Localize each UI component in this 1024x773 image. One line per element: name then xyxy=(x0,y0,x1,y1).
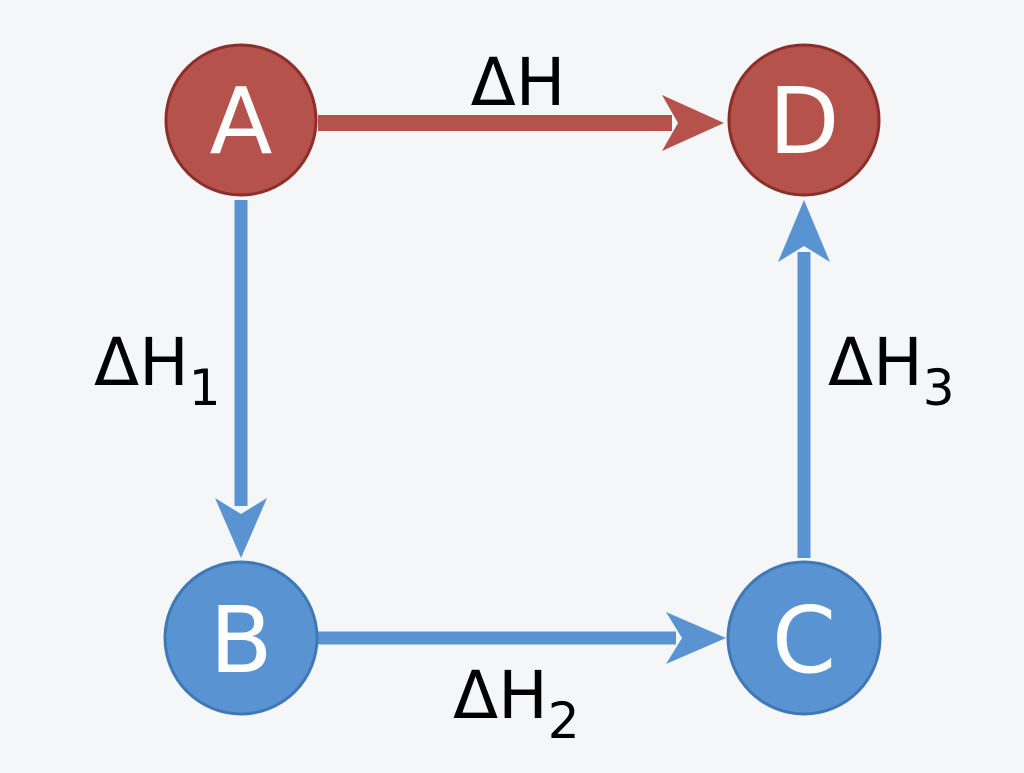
edge-b-to-c xyxy=(318,612,726,664)
edge-b-to-c-arrowhead xyxy=(666,612,726,664)
node-a: A xyxy=(164,43,318,197)
edge-a-to-b xyxy=(215,200,267,558)
node-b-label: B xyxy=(209,587,272,694)
edge-c-to-d-symbol: ΔH xyxy=(828,324,923,401)
edge-a-to-b-symbol: ΔH xyxy=(94,324,189,401)
edge-c-to-d-arrowhead xyxy=(778,200,830,262)
edge-b-to-c-symbol: ΔH xyxy=(453,657,548,734)
node-c-label: C xyxy=(772,587,836,694)
node-d: D xyxy=(727,43,881,197)
edge-a-to-b-arrowhead xyxy=(215,498,267,558)
edge-a-to-d-arrowhead xyxy=(662,95,724,151)
edge-a-to-b-label: ΔH1 xyxy=(94,324,221,417)
edge-c-to-d-subscript: 3 xyxy=(923,359,955,417)
edge-a-to-b-subscript: 1 xyxy=(189,359,221,417)
edge-a-to-d-label: ΔH xyxy=(471,44,566,121)
edge-a-to-d-symbol: ΔH xyxy=(471,44,566,121)
edge-c-to-d xyxy=(778,200,830,558)
node-a-label: A xyxy=(210,68,273,175)
edge-b-to-c-label: ΔH2 xyxy=(453,657,580,750)
node-c: C xyxy=(726,560,882,716)
edge-b-to-c-subscript: 2 xyxy=(548,692,580,750)
node-d-circle xyxy=(727,43,881,197)
node-b: B xyxy=(163,560,319,716)
node-a-circle xyxy=(164,43,318,197)
edge-c-to-d-label: ΔH3 xyxy=(828,324,955,417)
node-c-circle xyxy=(726,560,882,716)
node-b-circle xyxy=(163,560,319,716)
edge-a-to-d xyxy=(318,95,724,151)
node-d-label: D xyxy=(769,68,840,175)
